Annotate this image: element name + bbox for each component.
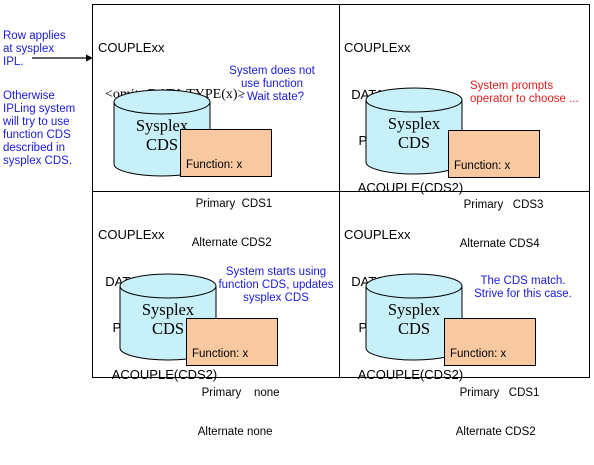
cylinder-label: Sysplex bbox=[387, 300, 441, 319]
cylinder-label: Sysplex bbox=[135, 116, 189, 135]
function-box: Function: x Primary CDS3 Alternate CDS4 bbox=[448, 130, 543, 250]
code-line: COUPLExx bbox=[98, 227, 165, 242]
outcome-note: System starts using function CDS, update… bbox=[218, 266, 334, 304]
arrow-icon bbox=[32, 54, 93, 62]
code-line: ACOUPLE(CDS2) bbox=[344, 366, 464, 382]
function-box: Function: x Primary CDS1 Alternate CDS2 bbox=[180, 129, 272, 249]
code-line: COUPLExx bbox=[344, 40, 411, 55]
function-line: Function: x bbox=[192, 348, 249, 360]
otherwise-note: Otherwise IPLing system will try to use … bbox=[3, 90, 76, 167]
cylinder-label: CDS bbox=[397, 319, 431, 338]
function-line: Alternate CDS4 bbox=[454, 238, 540, 250]
horizontal-divider bbox=[92, 191, 590, 192]
outcome-note: The CDS match. Strive for this case. bbox=[474, 275, 572, 300]
function-line: Primary CDS1 bbox=[450, 387, 540, 399]
code-line: COUPLExx bbox=[98, 40, 165, 55]
outcome-note: System does not use function - Wait stat… bbox=[229, 65, 315, 103]
function-line: Function: x bbox=[450, 348, 507, 360]
function-line: Function: x bbox=[186, 159, 243, 171]
cylinder-label: CDS bbox=[145, 135, 179, 154]
function-line: Alternate CDS2 bbox=[186, 237, 272, 249]
function-box: Function: x Primary none Alternate none bbox=[186, 318, 280, 438]
cylinder-label: Sysplex bbox=[141, 300, 195, 319]
function-line: Alternate none bbox=[192, 426, 273, 438]
code-line: ACOUPLE(CDS2) bbox=[344, 179, 464, 195]
function-box: Function: x Primary CDS1 Alternate CDS2 bbox=[444, 318, 539, 438]
code-line: COUPLExx bbox=[344, 227, 411, 242]
function-line: Function: x bbox=[454, 160, 511, 172]
function-line: Primary none bbox=[192, 387, 280, 399]
cylinder-icon bbox=[365, 87, 463, 175]
cylinder-label: CDS bbox=[397, 133, 431, 152]
function-line: Alternate CDS2 bbox=[450, 426, 536, 438]
cylinder-label: Sysplex bbox=[387, 114, 441, 133]
function-line: Primary CDS3 bbox=[454, 199, 544, 211]
cylinder-icon bbox=[365, 273, 463, 361]
row-applies-note: Row applies at sysplex IPL. bbox=[3, 30, 66, 68]
outcome-note: System prompts operator to choose ... bbox=[470, 80, 579, 105]
code-line: ACOUPLE(CDS2) bbox=[98, 366, 218, 382]
function-line: Primary CDS1 bbox=[186, 198, 273, 210]
cylinder-label: CDS bbox=[151, 319, 185, 338]
